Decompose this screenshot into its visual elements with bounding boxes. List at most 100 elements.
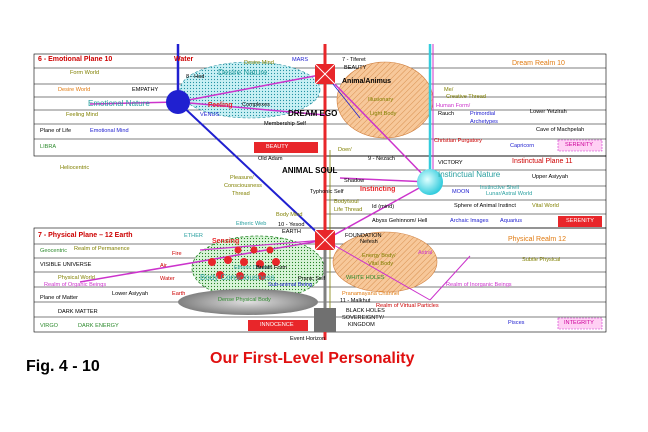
label-membership-self: Membership Self bbox=[264, 122, 306, 128]
label-hod: 8 - Hod bbox=[186, 75, 204, 81]
label-heliocentric: Heliocentric bbox=[60, 166, 89, 172]
label-astral: Astral bbox=[418, 251, 432, 257]
label-human-form: Human Form/ bbox=[436, 104, 470, 110]
label-air: Air bbox=[160, 264, 167, 270]
label-water-bottom: Water bbox=[160, 277, 175, 283]
label-desire-nature: Desire Nature bbox=[218, 69, 267, 77]
label-animal-soul: ANIMAL SOUL bbox=[282, 167, 337, 175]
label-upper-asiyyah: Upper Asiyyah bbox=[532, 175, 568, 181]
label-ether: ETHER bbox=[184, 234, 203, 240]
label-realm-inorganic: Realm of Inorganic Beings bbox=[446, 283, 512, 289]
label-realm-organic: Realm of Organic Beings bbox=[44, 283, 106, 289]
emotional-nature-node bbox=[166, 90, 190, 114]
label-emotional-plane: 6 - Emotional Plane 10 bbox=[38, 56, 112, 63]
label-beauty-top: BEAUTY bbox=[344, 66, 366, 72]
label-archetypes: Archetypes bbox=[470, 120, 498, 126]
label-dream-ego: DREAM EGO bbox=[288, 110, 337, 118]
label-doer: Doer/ bbox=[338, 148, 352, 154]
label-fire: Fire bbox=[172, 252, 182, 258]
label-empathy: EMPATHY bbox=[132, 88, 158, 94]
label-malkhut: 11 - Malkhut bbox=[340, 299, 370, 305]
label-emotional-mind: Emotional Mind bbox=[90, 129, 129, 135]
label-venus: VENUS bbox=[200, 113, 219, 119]
label-emotional-nature: Emotional Nature bbox=[88, 100, 150, 108]
label-instinctual-nature: Instinctual Nature bbox=[438, 171, 500, 179]
label-lunar-astral: Lunar/Astral World bbox=[486, 192, 532, 198]
label-sub-animal: Sub-animal Being bbox=[268, 283, 312, 289]
label-desire-mind: Desire Mind bbox=[244, 61, 274, 67]
label-nezach: 9 - Nezach bbox=[368, 157, 395, 163]
label-nefesh: Nefesh bbox=[360, 240, 378, 246]
label-me: Me/ bbox=[444, 88, 453, 94]
label-etheric-web: Etheric Web bbox=[236, 222, 266, 228]
label-thread: Thread bbox=[232, 192, 250, 198]
label-id-mind: Id (mind) bbox=[372, 205, 394, 211]
label-innocence: INNOCENCE bbox=[260, 323, 294, 329]
label-illusionary: Illusionary bbox=[368, 98, 393, 104]
label-earth-bottom: Earth bbox=[172, 292, 185, 298]
label-earth-small: EARTH bbox=[282, 230, 301, 236]
label-bodysoul: Body/soul bbox=[334, 200, 359, 206]
label-realm-permanence: Realm of Permanence bbox=[74, 247, 130, 253]
label-white-holes: WHITE HOLES bbox=[346, 276, 385, 282]
label-dream-realm: Dream Realm 10 bbox=[512, 60, 565, 67]
label-mars: MARS bbox=[292, 58, 308, 64]
label-vital-world: Vital World bbox=[532, 204, 559, 210]
label-feeling: Feeling bbox=[208, 102, 233, 109]
malkhut-node bbox=[314, 308, 336, 332]
label-pranamayana: Pranamayana Channel bbox=[342, 292, 399, 298]
label-energy-body: Energy Body/ bbox=[362, 254, 396, 260]
label-body-mind: Body Mind bbox=[276, 213, 302, 219]
label-aquarius: Aquarius bbox=[500, 219, 522, 225]
diagram-caption: Our First-Level Personality bbox=[210, 350, 415, 368]
label-victory: VICTORY bbox=[438, 161, 463, 167]
label-feeling-mind: Feeling Mind bbox=[66, 113, 98, 119]
label-light-body: Light Body bbox=[370, 112, 396, 118]
label-dense-physical: Dense Physical Body bbox=[218, 298, 271, 304]
label-pleasure: Pleasure/ bbox=[230, 176, 254, 182]
label-serenity-mid: SERENITY bbox=[566, 219, 594, 225]
label-physical-realm: Physical Realm 12 bbox=[508, 236, 566, 243]
label-subtle-physical: Subtle Physical bbox=[522, 258, 560, 264]
label-cave: Cave of Machpelah bbox=[536, 128, 584, 134]
figure-label: Fig. 4 - 10 bbox=[26, 358, 100, 376]
label-creative-thread: Creative Thread bbox=[446, 95, 486, 101]
label-capricorn: Capricorn bbox=[510, 144, 534, 150]
label-sovereignty: SOVEREIGNTY/ bbox=[342, 316, 384, 322]
label-vital-body: Vital Body bbox=[368, 262, 393, 268]
label-lower-yetzirah: Lower Yetzirah bbox=[530, 110, 567, 116]
label-sensing: Sensing bbox=[212, 238, 239, 245]
label-black-holes: BLACK HOLES bbox=[346, 309, 385, 315]
label-breath-form: Breath Form bbox=[256, 266, 287, 272]
label-instinctual-plane: Instinctual Plane 11 bbox=[512, 158, 573, 165]
label-christian-purgatory: Christian Purgatory bbox=[434, 139, 482, 145]
label-physical-world: Physical World bbox=[58, 276, 95, 282]
label-instincting: Instincting bbox=[360, 186, 395, 193]
label-sphere-animal: Sphere of Animal Instinct bbox=[454, 204, 516, 210]
label-beauty-box: BEAUTY bbox=[266, 145, 288, 151]
label-lower-asiyyah: Lower Asiyyah bbox=[112, 292, 148, 298]
label-kingdom: KINGDOM bbox=[348, 323, 375, 329]
label-physical-plane: 7 - Physical Plane – 12 Earth bbox=[38, 232, 133, 239]
label-life-thread: Life Thread bbox=[334, 208, 362, 214]
label-libra: LIBRA bbox=[40, 145, 56, 151]
label-complexes: Complexes bbox=[242, 103, 270, 109]
label-consciousness: Consciousness bbox=[224, 184, 262, 190]
label-plane-of-matter: Plane of Matter bbox=[40, 296, 78, 302]
label-rauch: Rauch bbox=[438, 112, 454, 118]
label-primordial: Primordial bbox=[470, 112, 495, 118]
label-visible-universe: VISIBLE UNIVERSE bbox=[40, 263, 91, 269]
label-serenity-top: SERENITY bbox=[565, 143, 593, 149]
label-geocentric: Geocentric bbox=[40, 249, 67, 255]
label-pisces: Pisces bbox=[508, 321, 524, 327]
label-form-world: Form World bbox=[70, 71, 99, 77]
label-typhonic: Typhonic Self bbox=[310, 190, 344, 196]
label-shadow: Shadow bbox=[344, 179, 364, 185]
label-virgo: VIRGO bbox=[40, 324, 58, 330]
label-integrity: INTEGRITY bbox=[564, 321, 594, 327]
label-body-consciousness: Body Consciousness bbox=[200, 274, 275, 282]
label-dark-energy: DARK ENERGY bbox=[78, 324, 119, 330]
label-realm-virtual: Realm of Virtual Particles bbox=[376, 304, 439, 310]
label-moon: MOON bbox=[452, 190, 469, 196]
label-water-top: Water bbox=[174, 56, 193, 63]
